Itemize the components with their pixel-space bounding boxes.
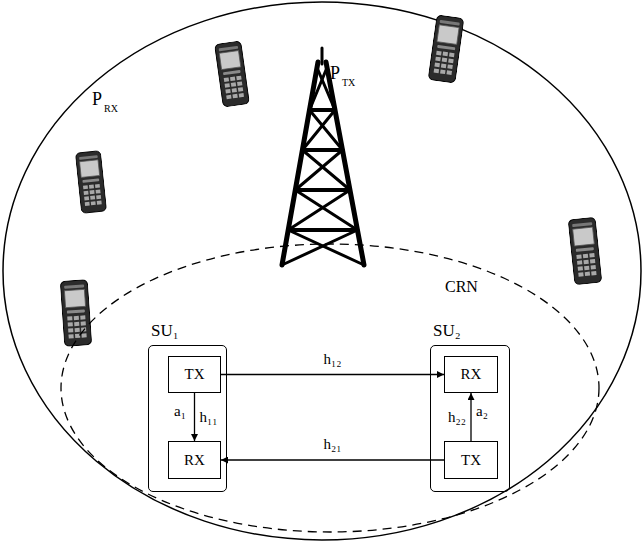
box-label: TX	[461, 453, 481, 468]
region-label: SU₁	[151, 322, 179, 339]
power-label: P	[330, 64, 340, 82]
secondary-user-box: SU₂RXTX	[430, 345, 510, 492]
cell-boundary	[3, 2, 641, 540]
channel-label: h₁₂	[324, 352, 342, 367]
mobile-phone	[568, 217, 602, 284]
box-label: RX	[461, 367, 482, 382]
dashed-ellipse	[61, 244, 599, 532]
dashed-region-outline	[60, 243, 600, 533]
transmitter-box: TX	[444, 441, 498, 479]
region-label: CRN	[445, 279, 478, 295]
receiver-box: RX	[444, 356, 498, 393]
mobile-phone	[215, 41, 250, 107]
box-label: TX	[185, 367, 205, 382]
channel-arrow	[470, 393, 471, 441]
channel-label: h₁₁	[200, 410, 218, 425]
channel-arrow	[221, 459, 444, 460]
base-station-tower	[282, 48, 364, 265]
gain-label: a₂	[476, 404, 488, 419]
channel-label: h₂₂	[448, 410, 466, 425]
receiver-box: RX	[168, 441, 221, 479]
channel-arrow	[194, 393, 195, 441]
power-label: P	[92, 90, 102, 108]
network-region: CRN SU₁ TX RX SU₂ RX TX	[60, 243, 600, 533]
power-subscript: RX	[104, 104, 118, 114]
channel-label: h₂₁	[324, 437, 342, 452]
mobile-phone	[75, 151, 106, 214]
box-label: RX	[184, 453, 205, 468]
transmitter-box: TX	[168, 356, 221, 393]
mobile-phone	[428, 15, 464, 83]
channel-arrow	[221, 374, 444, 375]
region-label: SU₂	[433, 322, 461, 339]
gain-label: a₁	[174, 404, 186, 419]
power-subscript: TX	[342, 78, 355, 88]
mobile-phone	[60, 280, 91, 347]
